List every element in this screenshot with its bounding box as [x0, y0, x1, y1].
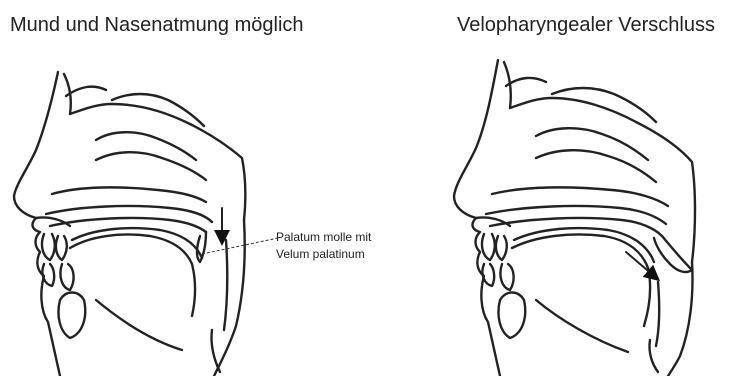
pharynx-left: [211, 220, 244, 376]
teeth-left: [42, 234, 74, 290]
teeth-right: [482, 234, 514, 290]
annotation-leader-line: [202, 238, 278, 254]
nasal-cavity-left: [52, 74, 245, 220]
jaw-right: [498, 293, 628, 353]
annotation-label-line2: Velum palatinum: [276, 246, 365, 262]
annotation-label-line1: Palatum molle mit: [276, 229, 371, 245]
hard-palate-right: [486, 206, 666, 236]
jaw-left: [58, 293, 182, 351]
head-illustration-right: [454, 60, 695, 376]
nasal-cavity-right: [492, 62, 695, 262]
soft-palate-velum-right: [654, 236, 692, 272]
tongue-right: [512, 228, 654, 326]
pharynx-right: [649, 262, 692, 376]
tongue-left: [70, 228, 202, 316]
head-illustration-left: [14, 72, 245, 376]
